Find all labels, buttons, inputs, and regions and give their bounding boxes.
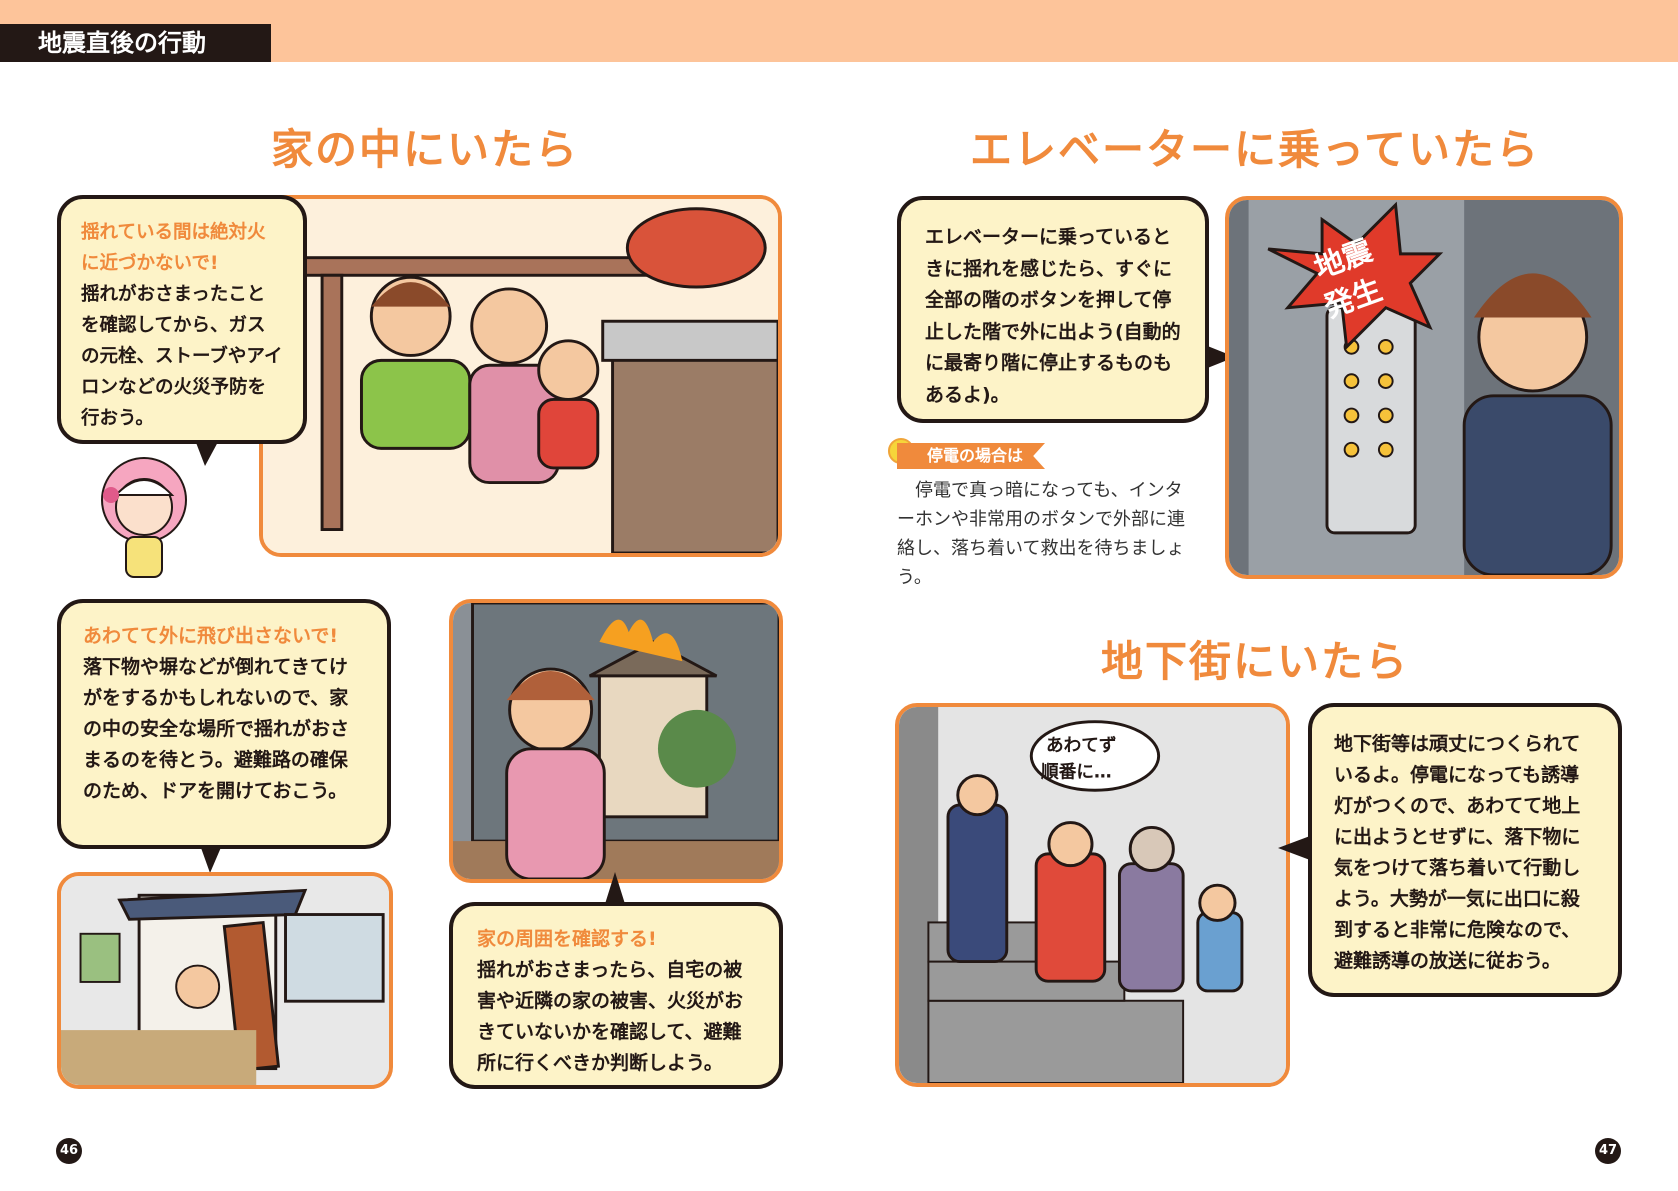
bubble-body: 揺れがおさまったら、自宅の被害や近隣の家の被害、火災がおきていないかを確認して、…: [477, 959, 744, 1074]
note-label: 停電の場合は: [897, 443, 1046, 469]
illustration-text: 順番に…: [1041, 762, 1112, 783]
bubble-heading: あわてて外に飛び出さないで!: [83, 625, 339, 647]
speech-bubble-underground: 地下街等は頑丈につくられているよ。停電になっても誘導灯がつくので、あわてて地上に…: [1308, 703, 1622, 997]
bubble-body: 揺れがおさまったことを確認してから、ガスの元栓、ストーブやアイロンなどの火災予防…: [81, 284, 283, 429]
illustration-text: あわてず: [1046, 735, 1117, 756]
page-number-left: 46: [56, 1138, 82, 1164]
section-title-home: 家の中にいたら: [270, 125, 579, 174]
bubble-body: 落下物や塀などが倒れてきてけがをするかもしれないので、家の中の安全な場所で揺れが…: [83, 656, 350, 802]
speech-bubble-check-surroundings: 家の周囲を確認する! 揺れがおさまったら、自宅の被害や近隣の家の被害、火災がおき…: [449, 902, 783, 1089]
bubble-heading: 揺れている間は絶対火に近づかないで!: [81, 222, 266, 274]
mascot-character: [91, 455, 198, 583]
section-tag: 地震直後の行動: [0, 24, 271, 62]
bubble-body: 地下街等は頑丈につくられているよ。停電になっても誘導灯がつくので、あわてて地上に…: [1334, 733, 1581, 972]
header-bar: [0, 0, 1678, 62]
section-title-underground: 地下街にいたら: [1100, 637, 1409, 686]
speech-bubble-fire-warning: 揺れている間は絶対火に近づかないで! 揺れがおさまったことを確認してから、ガスの…: [57, 195, 307, 444]
illustration-family-under-table: [259, 195, 782, 557]
illustration-damaged-house-entrance: [57, 872, 393, 1089]
bubble-heading: 家の周囲を確認する!: [477, 928, 657, 950]
page-number-right: 47: [1595, 1138, 1621, 1164]
bubble-tail: [1278, 836, 1310, 860]
bubble-body: エレベーターに乗っているときに揺れを感じたら、すぐに全部の階のボタンを押して停止…: [925, 226, 1181, 406]
bubble-tail: [200, 845, 222, 873]
note-text: 停電で真っ暗になっても、インターホンや非常用のボタンで外部に連絡し、落ち着いて救…: [897, 480, 1185, 588]
speech-bubble-elevator: エレベーターに乗っているときに揺れを感じたら、すぐに全部の階のボタンを押して停止…: [897, 196, 1209, 423]
speech-bubble-dont-rush-out: あわてて外に飛び出さないで! 落下物や塀などが倒れてきてけがをするかもしれないの…: [57, 599, 391, 849]
illustration-underground-stairs: あわてず 順番に…: [895, 703, 1290, 1087]
illustration-elevator-earthquake: 地震 発生: [1225, 196, 1623, 579]
bubble-tail: [195, 440, 219, 466]
section-title-elevator: エレベーターに乗っていたら: [970, 125, 1540, 174]
bubble-tail: [605, 872, 625, 904]
illustration-woman-at-window-fire: [449, 599, 783, 883]
